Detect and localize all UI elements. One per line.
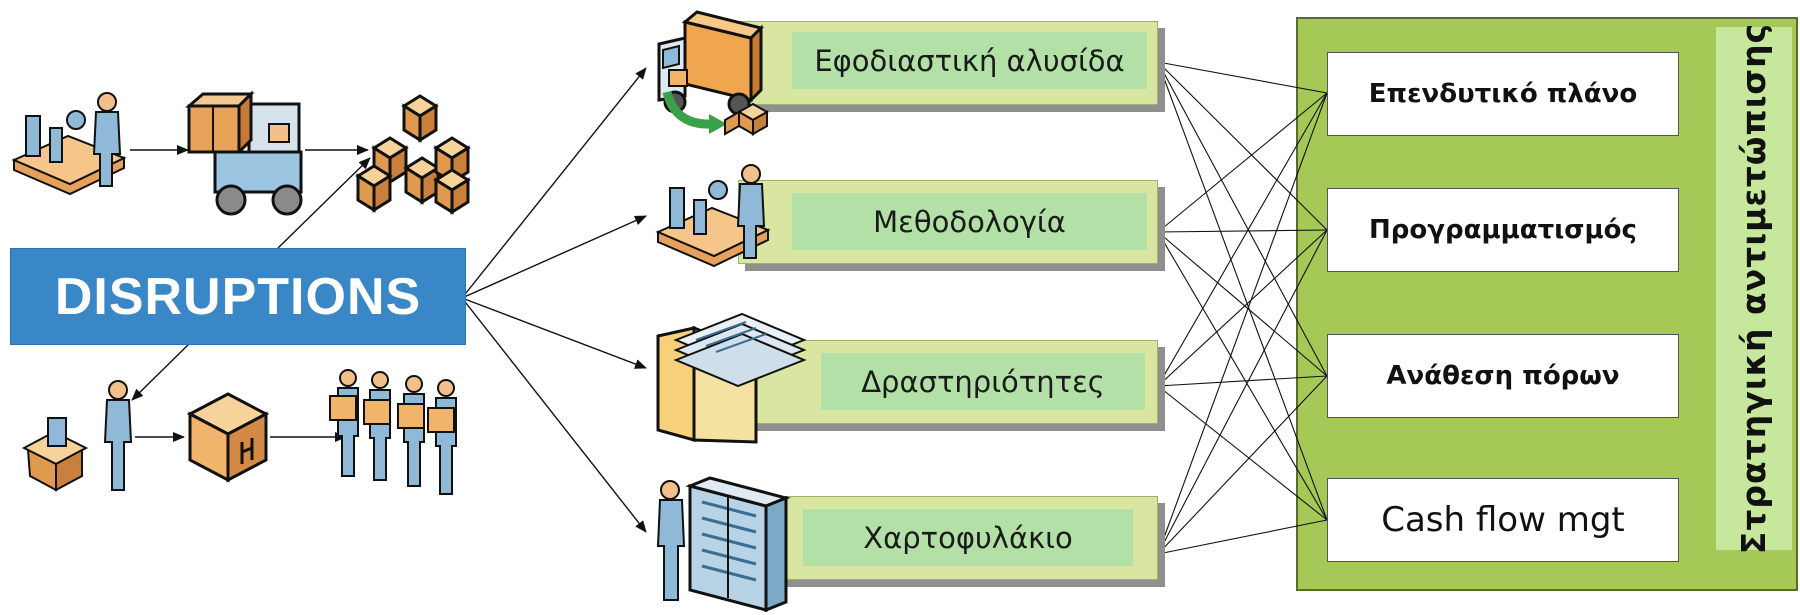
flow-arrow-disruptions-to-packer (131, 342, 191, 401)
mesh-line-2-3 (1157, 385, 1328, 521)
arrow-to-portfolio (461, 297, 647, 533)
category-methodology: Μεθοδολογία (738, 180, 1158, 264)
arrow-to-supply-chain (461, 67, 647, 299)
server-rack-worker-icon (656, 476, 806, 613)
disruptions-box: DISRUPTIONS (10, 248, 466, 345)
mesh-line-0-3 (1157, 61, 1328, 521)
mesh-line-3-1 (1157, 229, 1328, 555)
category-label-portfolio: Χαρτοφυλάκιο (803, 509, 1133, 566)
strategic-response-title: Στρατηγική αντιμετώπισης (1734, 22, 1774, 555)
arrow-to-methodology (461, 215, 647, 299)
delivery-truck-icon (655, 8, 787, 140)
mesh-line-2-0 (1157, 92, 1328, 387)
mesh-line-1-3 (1157, 231, 1328, 521)
strategic-response-title-band: Στρατηγική αντιμετώπισης (1716, 23, 1792, 554)
mesh-line-3-3 (1157, 519, 1328, 555)
category-label-methodology: Μεθοδολογία (792, 193, 1147, 250)
category-activities: Δραστηριότητες (738, 340, 1158, 424)
arrow-to-activities (461, 297, 647, 369)
flow-arrow-disruptions-to-boxes (277, 157, 371, 249)
mesh-line-2-2 (1157, 375, 1328, 387)
forklift-icon (184, 88, 310, 220)
mesh-line-0-0 (1157, 61, 1328, 94)
team-with-boxes-icon (328, 366, 468, 502)
mesh-line-0-2 (1157, 61, 1328, 377)
mesh-line-1-2 (1157, 231, 1328, 377)
mesh-line-1-0 (1157, 92, 1328, 233)
response-planning: Προγραμματισμός (1327, 188, 1679, 272)
response-resource-allocation: Ανάθεση πόρων (1327, 334, 1679, 418)
mesh-line-3-0 (1157, 92, 1328, 555)
methodology-worker-icon (655, 160, 776, 270)
category-label-activities: Δραστηριότητες (821, 353, 1145, 410)
disruptions-label: DISRUPTIONS (54, 267, 422, 326)
package-icon (186, 390, 270, 485)
mesh-line-1-1 (1157, 229, 1328, 233)
assembly-worker-icon (11, 88, 132, 198)
mesh-line-0-1 (1157, 61, 1328, 231)
category-supply-chain: Εφοδιαστική αλυσίδα (738, 21, 1158, 105)
category-portfolio: Χαρτοφυλάκιο (738, 496, 1158, 580)
response-investment-plan: Επενδυτικό πλάνο (1327, 52, 1679, 136)
mesh-line-2-1 (1157, 229, 1328, 387)
response-cash-flow: Cash flow mgt (1327, 478, 1679, 562)
boxes-stack-icon (352, 94, 474, 215)
documents-folder-icon (656, 300, 807, 450)
packing-worker-icon (21, 378, 139, 496)
category-label-supply-chain: Εφοδιαστική αλυσίδα (792, 32, 1147, 89)
mesh-line-3-2 (1157, 375, 1328, 555)
category-response-mesh (1157, 61, 1328, 555)
